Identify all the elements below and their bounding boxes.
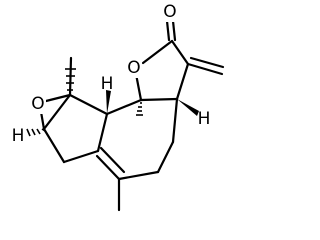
hash-bond-h-c8 bbox=[136, 102, 143, 116]
bond-carbonyl-a bbox=[171, 19, 177, 42]
bond-c2-c9 bbox=[42, 127, 66, 164]
stereo-h-top-label: H bbox=[101, 74, 114, 94]
hash-bond-h-left bbox=[26, 128, 46, 137]
wedge-bond-h-top bbox=[106, 90, 111, 114]
bond-c3-c1 bbox=[96, 112, 109, 153]
bond-methylene-a bbox=[186, 62, 224, 76]
carbonyl-oxygen-label: O bbox=[163, 2, 176, 22]
bond-carbonyl-ringO bbox=[141, 39, 174, 65]
wedge-bond-h-right bbox=[177, 99, 199, 116]
bond-methylene-b bbox=[189, 56, 225, 69]
bond-carbonyl-b bbox=[165, 19, 171, 42]
bond-c7-c8 bbox=[139, 97, 179, 102]
ring-oxygen-label: O bbox=[127, 58, 140, 78]
bond-c4-c3b bbox=[99, 146, 126, 174]
stereo-h-left-label: H bbox=[12, 126, 25, 146]
atom-labels: O O O H H H bbox=[12, 2, 211, 146]
bonds bbox=[38, 19, 225, 212]
bond-ringO-c8 bbox=[134, 72, 143, 102]
stereo-bonds bbox=[26, 68, 199, 137]
bond-c5-c4 bbox=[117, 170, 160, 181]
hash-bond-methyl-c10 bbox=[65, 68, 76, 91]
bond-carbonyl-c-alpha bbox=[170, 39, 190, 66]
stereo-h-right-label: H bbox=[198, 109, 211, 129]
bond-c6-c5 bbox=[156, 140, 175, 174]
bond-c8-c1 bbox=[105, 98, 143, 116]
bond-c-alpha-c7 bbox=[175, 62, 190, 101]
chemical-structure: O O O H H H bbox=[12, 2, 225, 212]
bond-c1-c10 bbox=[68, 93, 109, 116]
bond-c4-c3a bbox=[95, 154, 121, 181]
bond-c3-c2 bbox=[62, 149, 100, 164]
epoxide-oxygen-label: O bbox=[31, 94, 44, 114]
bond-c7-c6 bbox=[171, 97, 179, 144]
bond-epoxide-o-c10 bbox=[44, 93, 72, 103]
bond-c9-c10 bbox=[42, 93, 72, 131]
